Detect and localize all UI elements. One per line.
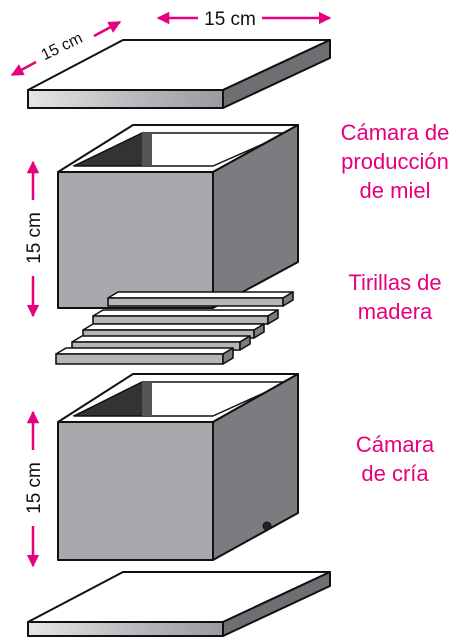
label-honey-chamber-line-3: de miel xyxy=(359,178,431,203)
label-honey-chamber: Cámara de producción de miel xyxy=(322,118,468,205)
label-brood-chamber: Cámara de cría xyxy=(322,430,468,488)
dimension-label-depth: 15 cm xyxy=(39,30,86,64)
label-wood-strips-line-1: Tirillas de xyxy=(348,270,442,295)
label-honey-chamber-line-2: producción xyxy=(341,149,449,174)
label-wood-strips: Tirillas de madera xyxy=(322,268,468,326)
dimension-label-honey-height: 15 cm xyxy=(24,212,45,264)
wood-strip xyxy=(92,309,279,325)
dimension-label-width: 15 cm xyxy=(204,9,256,30)
label-wood-strips-line-2: madera xyxy=(357,299,433,324)
honey-chamber-box xyxy=(57,124,299,309)
wood-strips xyxy=(55,291,294,365)
wood-strip xyxy=(107,291,294,307)
top-lid xyxy=(27,39,331,109)
wood-strip xyxy=(55,347,234,365)
brood-chamber-box xyxy=(57,373,299,561)
dimension-top-width: 15 cm xyxy=(156,9,332,30)
label-brood-chamber-line-2: de cría xyxy=(361,461,429,486)
entrance-hole xyxy=(262,521,272,531)
dimension-label-brood-height: 15 cm xyxy=(24,462,45,514)
label-honey-chamber-line-1: Cámara de xyxy=(340,120,450,145)
bottom-base xyxy=(27,571,331,637)
dimension-brood-height: 15 cm xyxy=(24,410,45,568)
dimension-honey-height: 15 cm xyxy=(24,160,45,318)
label-brood-chamber-line-1: Cámara xyxy=(355,432,435,457)
